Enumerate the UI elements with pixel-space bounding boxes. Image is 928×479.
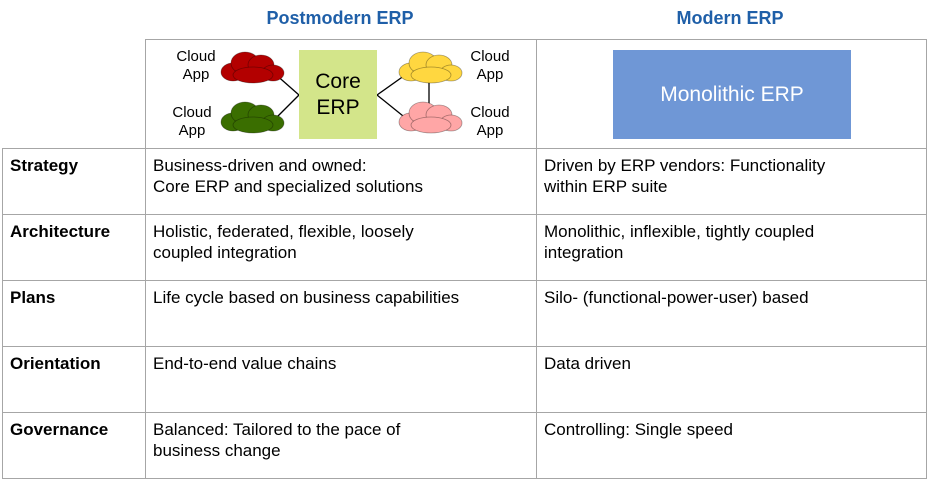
table-row: Strategy Business-driven and owned: Core E… [2, 148, 927, 215]
modern-cell: Silo- (functional-power-user) based [536, 280, 927, 347]
cell-line: Holistic, federated, flexible, loosely [153, 222, 414, 241]
cell-line: coupled integration [153, 243, 297, 262]
cloud-label-line1: Cloud [176, 48, 216, 65]
table-row: Plans Life cycle based on business capabi… [2, 280, 927, 347]
postmodern-cell: End-to-end value chains [145, 346, 537, 413]
cloud-label-line2: App [182, 66, 210, 83]
row-label: Plans [2, 280, 146, 347]
cloud-label-line1: Cloud [470, 48, 510, 65]
cloud-label-line2: App [476, 66, 504, 83]
cloud-label-line2: App [476, 122, 504, 139]
modern-cell: Driven by ERP vendors: Functionality with… [536, 148, 927, 215]
row-label: Strategy [2, 148, 146, 215]
cell-line: Balanced: Tailored to the pace of [153, 420, 401, 439]
postmodern-erp-heading: Postmodern ERP [266, 8, 414, 28]
postmodern-cell: Business-driven and owned: Core ERP and s… [145, 148, 537, 215]
row-label: Architecture [2, 214, 146, 281]
cloud-green-icon [220, 101, 285, 134]
core-erp-box: Core ERP [299, 50, 377, 139]
cell-line: Controlling: Single speed [544, 420, 734, 439]
cell-line: End-to-end value chains [153, 354, 337, 373]
table-row: Orientation End-to-end value chains Data d… [2, 346, 927, 413]
diagram-row: Cloud App Cloud App Cloud App Cloud App [2, 39, 927, 149]
cloud-label-line2: App [178, 122, 206, 139]
cell-line: Data driven [544, 354, 631, 373]
empty-corner-cell [2, 39, 146, 149]
cloud-app-label-bottom-left: Cloud App [164, 104, 220, 140]
modern-cell: Monolithic, inflexible, tightly coupled i… [536, 214, 927, 281]
row-label: Governance [2, 412, 146, 479]
monolithic-erp-box: Monolithic ERP [613, 50, 851, 139]
postmodern-diagram-cell: Cloud App Cloud App Cloud App Cloud App [145, 39, 537, 149]
cell-line: Life cycle based on business capabilitie… [153, 288, 460, 307]
cloud-app-label-top-left: Cloud App [168, 48, 224, 84]
postmodern-cell: Life cycle based on business capabilitie… [145, 280, 537, 347]
modern-diagram-cell: Monolithic ERP [536, 39, 927, 149]
modern-erp-heading: Modern ERP [676, 8, 784, 28]
cloud-label-line1: Cloud [172, 104, 212, 121]
postmodern-cell: Holistic, federated, flexible, loosely co… [145, 214, 537, 281]
cloud-app-label-bottom-right: Cloud App [462, 104, 518, 140]
cell-line: Silo- (functional-power-user) based [544, 288, 809, 307]
cloud-app-label-top-right: Cloud App [462, 48, 518, 84]
modern-cell: Data driven [536, 346, 927, 413]
cloud-red-icon [220, 51, 285, 84]
cloud-pink-icon [398, 101, 463, 134]
cloud-label-line1: Cloud [470, 104, 510, 121]
core-erp-line1: Core [315, 69, 361, 93]
cell-line: Core ERP and specialized solutions [153, 177, 423, 196]
cell-line: Driven by ERP vendors: Functionality [544, 156, 826, 175]
cell-line: Monolithic, inflexible, tightly coupled [544, 222, 815, 241]
cloud-yellow-icon [398, 51, 463, 84]
cell-line: within ERP suite [544, 177, 668, 196]
row-label: Orientation [2, 346, 146, 413]
cell-line: Business-driven and owned: [153, 156, 367, 175]
postmodern-cell: Balanced: Tailored to the pace of busines… [145, 412, 537, 479]
comparison-table: Cloud App Cloud App Cloud App Cloud App [2, 39, 927, 479]
postmodern-diagram-graphics [220, 51, 463, 134]
cell-line: business change [153, 441, 281, 460]
cell-line: integration [544, 243, 624, 262]
modern-cell: Controlling: Single speed [536, 412, 927, 479]
core-erp-line2: ERP [316, 95, 360, 119]
comparison-rows: Strategy Business-driven and owned: Core E… [2, 148, 927, 479]
